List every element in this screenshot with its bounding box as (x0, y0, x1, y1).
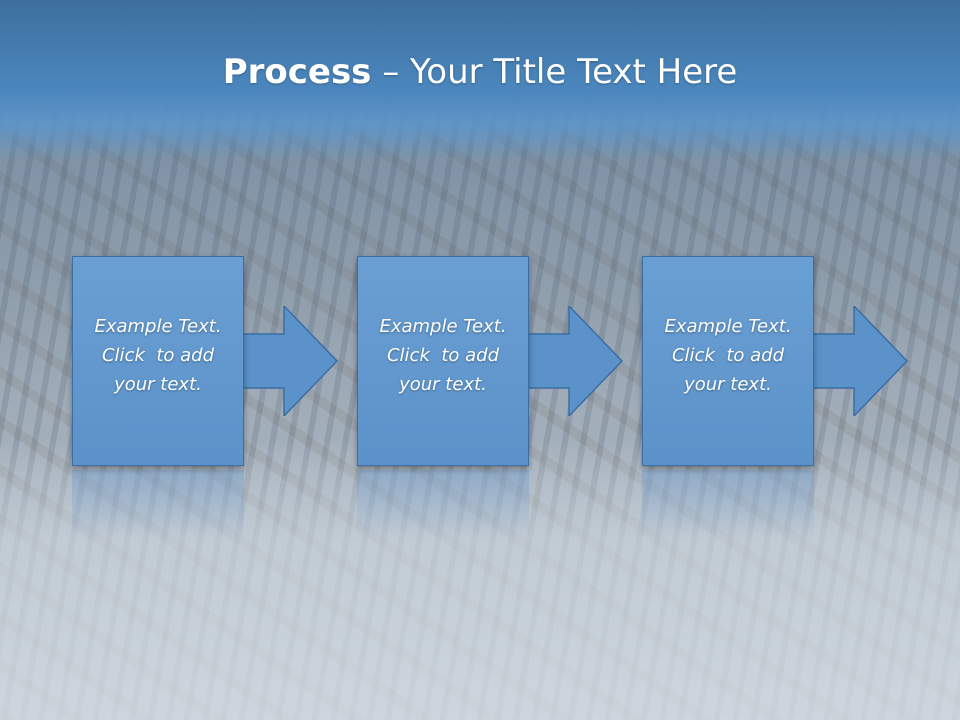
title-band (0, 0, 960, 160)
background-fade (0, 440, 960, 720)
step-text-line: Example Text. (664, 316, 792, 337)
step-text-line: Example Text. (94, 316, 222, 337)
title-rest-part: – Your Title Text Here (371, 52, 738, 92)
step-1-reflection (72, 470, 244, 540)
process-step-3[interactable]: Example Text. Click to add your text. (642, 256, 814, 466)
step-2-reflection (357, 470, 529, 540)
right-arrow-icon (242, 306, 339, 416)
step-text-line: Click to add (101, 345, 214, 366)
step-text[interactable]: Example Text. Click to add your text. (642, 312, 814, 399)
right-arrow-icon (812, 306, 909, 416)
step-text[interactable]: Example Text. Click to add your text. (72, 312, 244, 399)
step-box (642, 256, 814, 466)
process-step-1[interactable]: Example Text. Click to add your text. (72, 256, 244, 466)
step-text-line: your text. (114, 374, 202, 395)
slide-title[interactable]: Process – Your Title Text Here (0, 52, 960, 92)
title-bold-part: Process (222, 52, 372, 92)
process-step-2[interactable]: Example Text. Click to add your text. (357, 256, 529, 466)
step-text-line: your text. (399, 374, 487, 395)
step-box (72, 256, 244, 466)
step-text[interactable]: Example Text. Click to add your text. (357, 312, 529, 399)
step-box (357, 256, 529, 466)
right-arrow-icon (527, 306, 624, 416)
step-text-line: your text. (684, 374, 772, 395)
step-text-line: Click to add (671, 345, 784, 366)
step-3-reflection (642, 470, 814, 540)
step-text-line: Example Text. (379, 316, 507, 337)
step-text-line: Click to add (386, 345, 499, 366)
